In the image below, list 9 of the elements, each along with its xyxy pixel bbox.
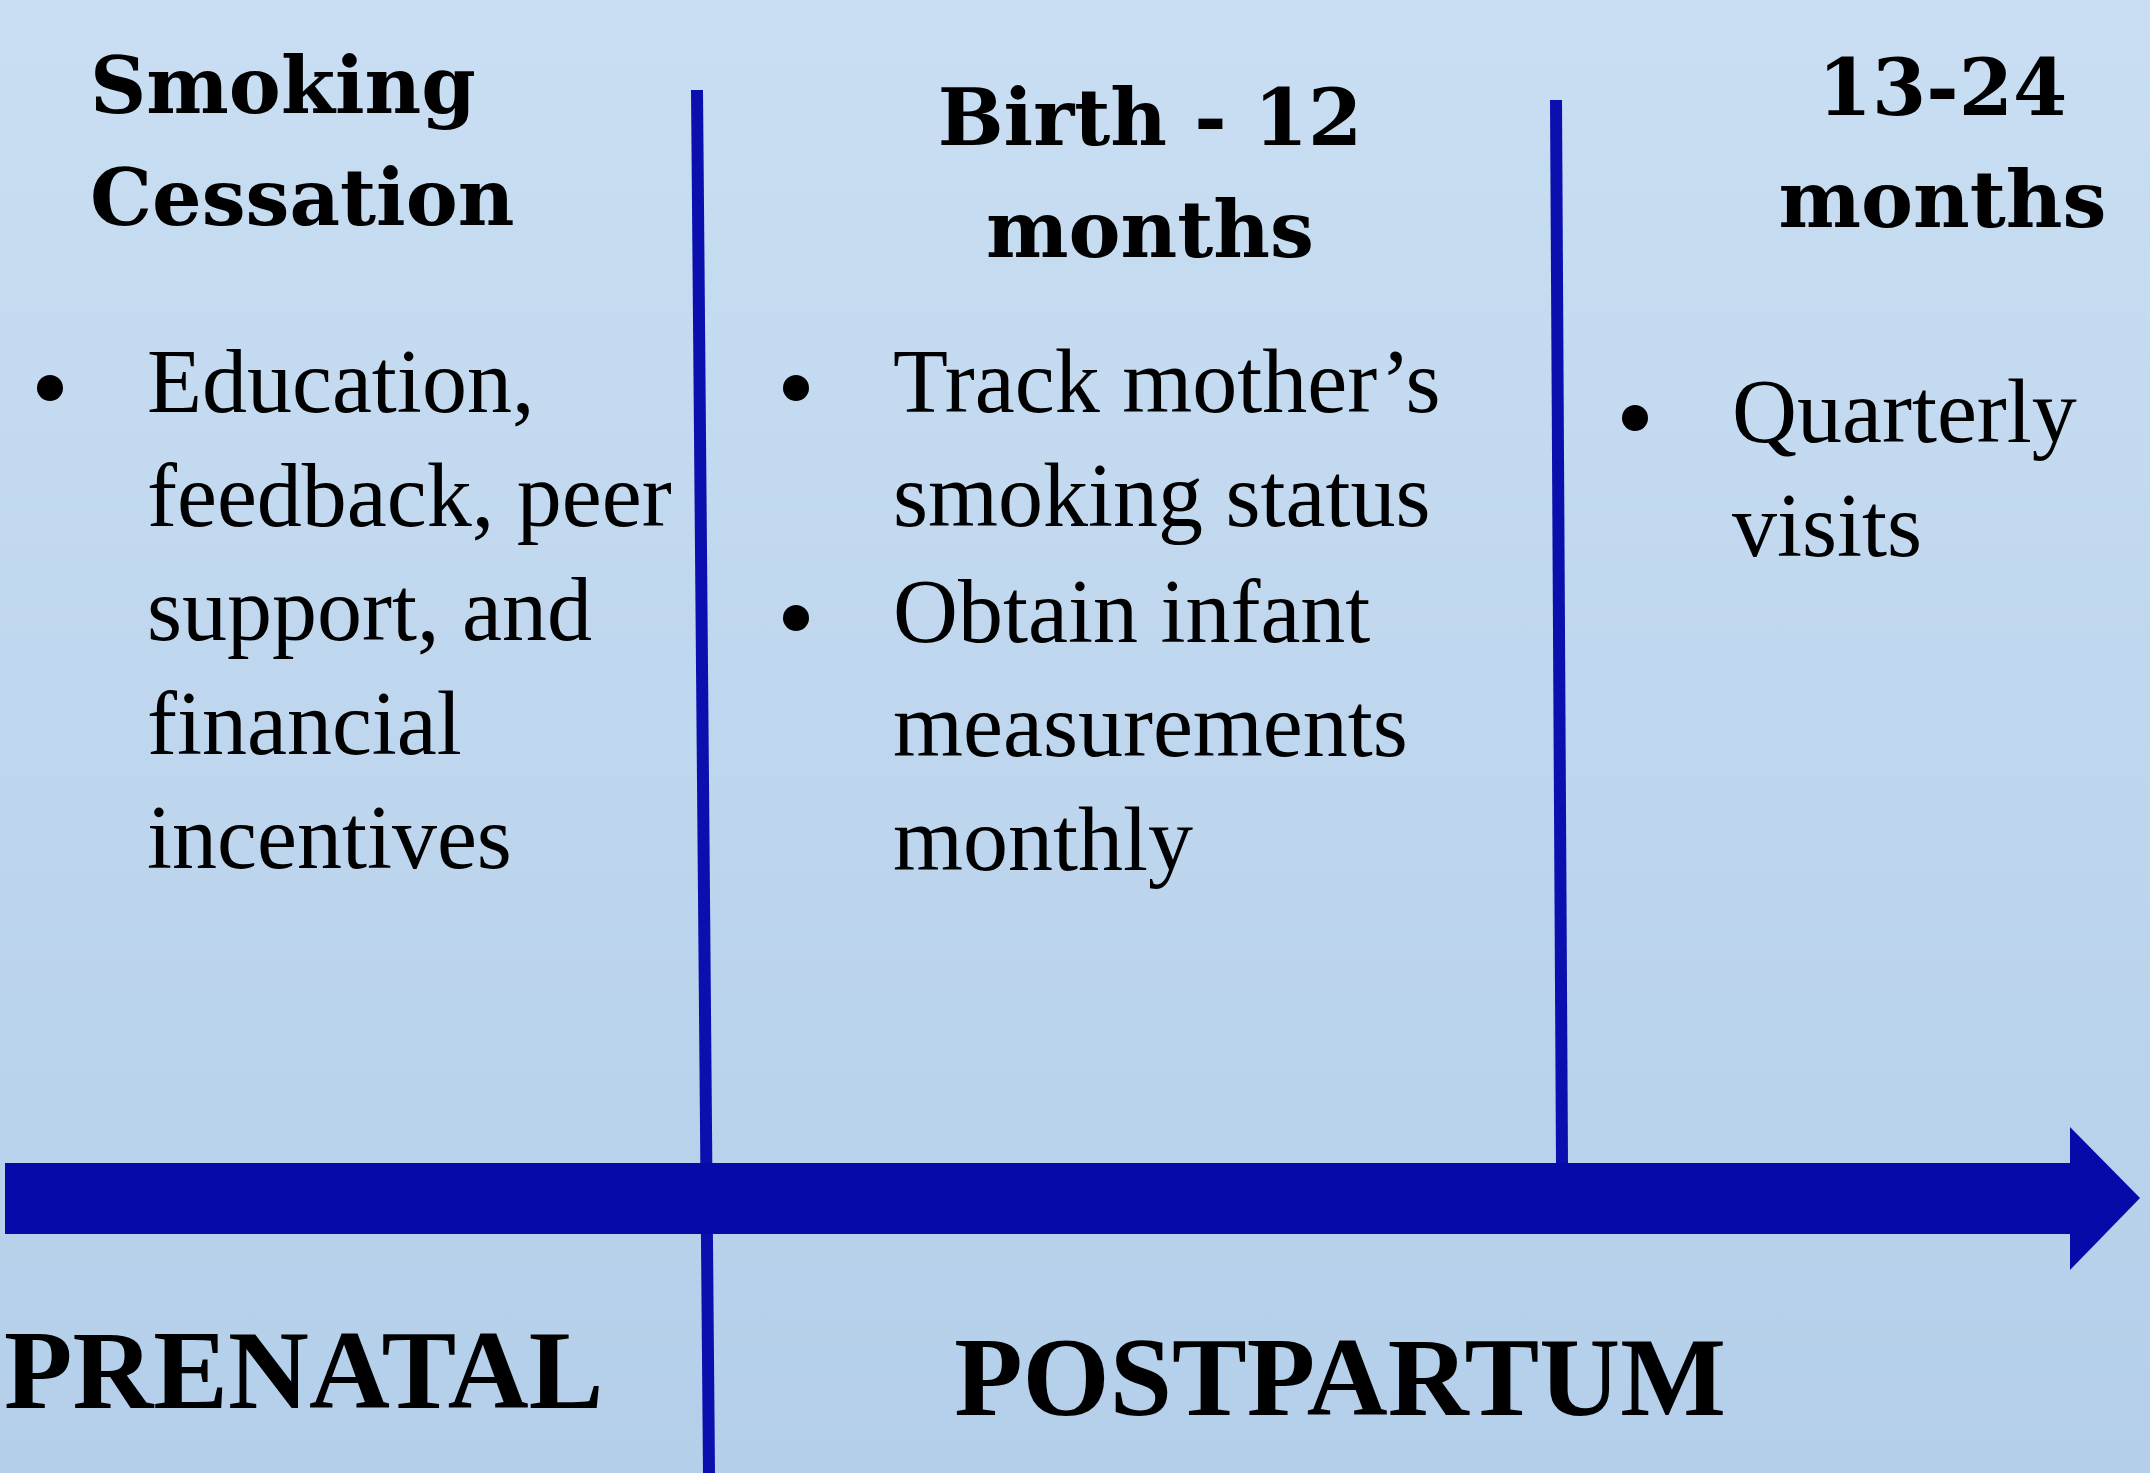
- column-heading: Smoking Cessation: [90, 40, 515, 243]
- phase-label: PRENATAL: [4, 1308, 604, 1432]
- bullet-text: Obtain infant measurements monthly: [893, 561, 1409, 891]
- column-heading: 13-24 months: [1778, 42, 2107, 245]
- bullet-text: Quarterly visits: [1732, 361, 2078, 577]
- bullet-text: Track mother’s smoking status: [893, 331, 1442, 547]
- column-heading: Birth - 12 months: [937, 72, 1363, 275]
- phase-label: POSTPARTUM: [954, 1315, 1726, 1439]
- bullet-text: Education, feedback, peer support, and financial incentives: [147, 331, 673, 889]
